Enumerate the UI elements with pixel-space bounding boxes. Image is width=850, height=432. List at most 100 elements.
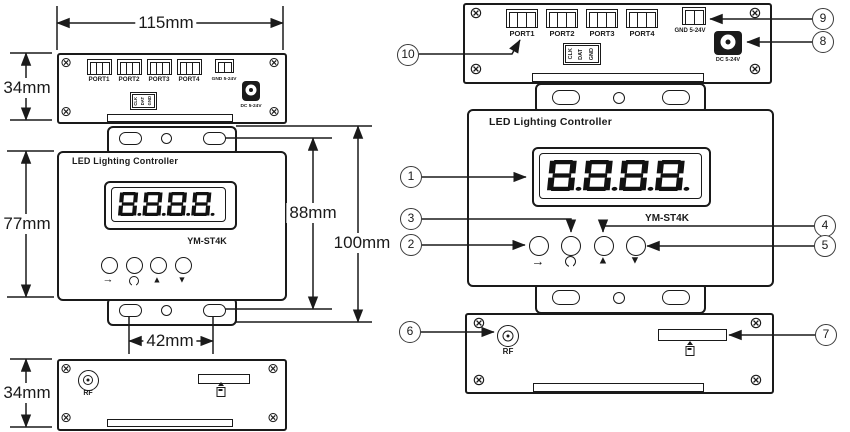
bottom-view-right xyxy=(465,313,774,394)
dat-pin-label: DAT xyxy=(578,48,585,60)
port2-terminal xyxy=(546,9,578,28)
mount-hole xyxy=(161,133,172,144)
screw-icon: ⊗ xyxy=(469,59,483,78)
gnd-pin-label: GND xyxy=(147,96,153,106)
port3-terminal xyxy=(586,9,618,28)
screw-icon: ⊗ xyxy=(267,410,279,426)
callout-5-down-button: 5 xyxy=(814,235,836,257)
port1-label: PORT1 xyxy=(509,29,535,38)
screw-icon: ⊗ xyxy=(268,55,280,71)
next-button xyxy=(100,256,118,274)
next-button xyxy=(529,236,549,256)
port3-label: PORT3 xyxy=(589,29,615,38)
dim-hole-span-h: 42mm xyxy=(143,331,197,351)
dim-front-height: 77mm xyxy=(0,214,54,234)
power-terminal xyxy=(215,59,234,73)
dc-jack-label: DC 5-24V xyxy=(715,57,741,63)
enclosure-plate-edge xyxy=(532,73,704,82)
signal-connector: CLK DAT GND xyxy=(130,92,157,110)
dc-jack-label: DC 5-24V xyxy=(240,104,262,109)
screw-icon: ⊗ xyxy=(469,3,483,22)
loop-icon xyxy=(565,256,576,267)
port2-label: PORT2 xyxy=(118,76,140,83)
port1-terminal xyxy=(87,59,112,75)
port4-terminal xyxy=(177,59,202,75)
screw-icon: ⊗ xyxy=(749,370,763,389)
mount-slot xyxy=(203,132,226,145)
arrow-right-icon: → xyxy=(102,273,114,286)
clk-pin-label: CLK xyxy=(133,96,139,106)
callout-8-dc-jack: 8 xyxy=(812,31,834,53)
rf-label: RF xyxy=(502,347,514,356)
mount-hole xyxy=(613,92,625,104)
seven-segment-display xyxy=(547,160,693,191)
device-title: LED Lighting Controller xyxy=(72,156,179,166)
callout-3-loop-button: 3 xyxy=(400,208,422,230)
dim-hole-span-v: 88mm xyxy=(286,203,340,223)
gnd-pin-label: GND xyxy=(588,47,595,61)
seven-segment-display xyxy=(118,192,217,216)
dim-total-height: 100mm xyxy=(330,233,394,253)
power-terminal xyxy=(682,7,706,25)
callout-7-sd-slot: 7 xyxy=(815,324,837,346)
sd-card-slot xyxy=(198,374,250,384)
mount-slot xyxy=(203,304,226,317)
port2-terminal xyxy=(117,59,142,75)
device-title: LED Lighting Controller xyxy=(489,116,613,128)
enclosure-plate-edge xyxy=(107,114,233,122)
sd-card-icon xyxy=(216,382,226,397)
signal-connector: CLK DAT GND xyxy=(563,43,601,65)
down-button xyxy=(626,236,646,256)
enclosure-plate-edge xyxy=(533,383,704,392)
port2-label: PORT2 xyxy=(549,29,575,38)
callout-4-up-button: 4 xyxy=(814,215,836,237)
sd-card-slot xyxy=(658,329,727,341)
up-button xyxy=(594,236,614,256)
screw-icon: ⊗ xyxy=(267,361,279,377)
loop-button xyxy=(125,256,143,274)
dat-pin-label: DAT xyxy=(140,96,146,106)
mount-slot xyxy=(119,132,142,145)
screw-icon: ⊗ xyxy=(60,104,72,120)
port1-terminal xyxy=(506,9,538,28)
port4-terminal xyxy=(626,9,658,28)
dc-jack xyxy=(714,31,742,55)
rf-antenna-connector xyxy=(77,369,99,391)
screw-icon: ⊗ xyxy=(749,313,763,332)
arrow-right-icon: → xyxy=(531,253,545,269)
dim-top-width: 115mm xyxy=(135,13,197,33)
loop-icon xyxy=(129,276,139,286)
callout-2-next-button: 2 xyxy=(400,234,422,256)
sd-card-icon xyxy=(685,341,695,356)
callout-6-rf-connector: 6 xyxy=(399,321,421,343)
screw-icon: ⊗ xyxy=(748,3,762,22)
callout-1-display: 1 xyxy=(400,166,422,188)
callout-9-power-terminal: 9 xyxy=(812,8,834,30)
screw-icon: ⊗ xyxy=(472,370,486,389)
down-triangle-icon: ▼ xyxy=(629,254,641,267)
up-triangle-icon: ▲ xyxy=(597,254,609,267)
callout-10-ports: 10 xyxy=(397,44,419,66)
power-terminal-label: GND 5-24V xyxy=(211,77,237,82)
mount-slot xyxy=(662,90,690,105)
down-button xyxy=(174,256,192,274)
screw-icon: ⊗ xyxy=(60,55,72,71)
mount-slot xyxy=(662,290,690,305)
power-terminal-label: GND 5-24V xyxy=(674,28,706,34)
mount-slot xyxy=(119,304,142,317)
screw-icon: ⊗ xyxy=(60,410,72,426)
down-triangle-icon: ▼ xyxy=(177,274,187,285)
up-triangle-icon: ▲ xyxy=(152,274,162,285)
screw-icon: ⊗ xyxy=(472,313,486,332)
dc-jack xyxy=(242,81,260,101)
port4-label: PORT4 xyxy=(178,76,200,83)
mount-hole xyxy=(613,292,625,304)
screw-icon: ⊗ xyxy=(268,104,280,120)
rf-antenna-connector xyxy=(497,325,519,347)
enclosure-plate-edge xyxy=(107,419,233,427)
dim-bottom-height: 34mm xyxy=(0,383,54,403)
clk-pin-label: CLK xyxy=(567,48,574,60)
screw-icon: ⊗ xyxy=(748,59,762,78)
mount-slot xyxy=(552,290,580,305)
